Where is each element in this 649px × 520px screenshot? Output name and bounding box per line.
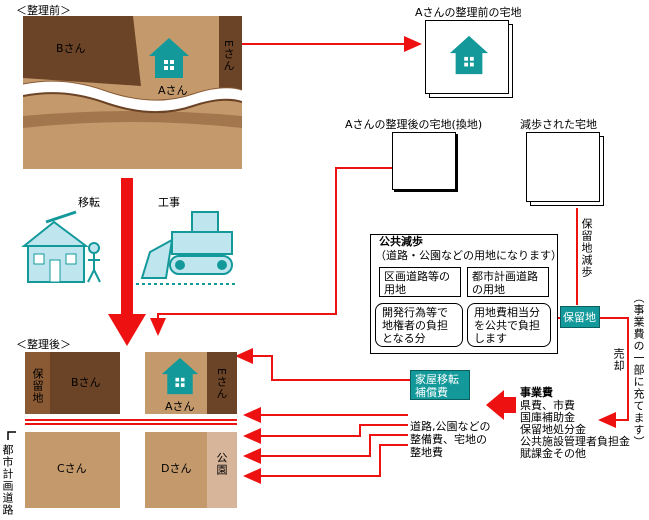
item-1: 区画道路等の用地 xyxy=(379,267,461,297)
relocation-illustration xyxy=(21,210,101,283)
project-cost-line: 保留地処分金 xyxy=(520,423,586,436)
after-lot-d-label: Dさん xyxy=(161,462,192,475)
before-lot-a: Aさん xyxy=(158,84,188,97)
public-reduction-box: 公共減歩 （道路・公園などの用地になります） 区画道路等の用地 都市計画道路の用… xyxy=(370,234,562,354)
house-icon xyxy=(159,356,201,396)
bulldozer-icon xyxy=(136,208,236,292)
after-lot-c-label: Cさん xyxy=(57,462,87,475)
sale-label: 売却 xyxy=(612,348,625,372)
relocation-comp: 家屋移転補償費 xyxy=(410,370,470,400)
construction-label: 工事 xyxy=(158,196,180,209)
after-lot-c: Cさん xyxy=(25,432,120,508)
before-title: ＜整理前＞ xyxy=(16,4,71,17)
project-cost-line: 国庫補助金 xyxy=(520,411,575,424)
road-label: 都市計画道路 xyxy=(1,444,14,516)
after-lot-b-label: Bさん xyxy=(71,376,101,389)
project-cost-title: 事業費 xyxy=(520,386,553,399)
after-lot-reserve: 保留地 xyxy=(31,368,44,404)
reserve-land: 保留地 xyxy=(560,306,600,328)
plot-reduced-label: 減歩された宅地 xyxy=(520,118,597,131)
item-3: 開発行為等で地権者の負担となる分 xyxy=(375,303,463,347)
after-lot-a-label: Aさん xyxy=(165,400,195,413)
house-icon xyxy=(16,208,106,292)
after-lot-e: Eさん xyxy=(215,368,228,400)
before-lot-b: Bさん xyxy=(56,42,86,55)
project-cost-line: 県費、市費 xyxy=(520,399,575,412)
before-map-terrain xyxy=(22,16,243,169)
item-4: 用地費相当分を公共で負担します xyxy=(467,303,551,347)
house-icon xyxy=(447,34,491,76)
house-icon xyxy=(147,36,191,80)
plot-after xyxy=(392,132,456,190)
reserve-reduction: 保留地減歩 xyxy=(580,218,593,278)
after-park: 公園 xyxy=(215,452,228,476)
before-lot-e: Eさん xyxy=(222,40,235,72)
maintenance-cost: 道路,公園などの整備費、宅地の整地費 xyxy=(410,420,491,459)
project-cost-line: 賦課金その他 xyxy=(520,447,586,460)
after-lot-a: Aさん Eさん xyxy=(145,352,237,414)
project-cost-line: 公共施設管理者負担金 xyxy=(520,435,630,448)
plot-reduced xyxy=(526,132,606,208)
item-2: 都市計画道路の用地 xyxy=(467,267,549,297)
public-reduction-title: 公共減歩 xyxy=(379,235,423,248)
before-map: Bさん Eさん Aさん xyxy=(22,16,243,169)
relocation-label: 移転 xyxy=(78,196,100,209)
plot-before-label: Aさんの整理前の宅地 xyxy=(415,6,522,19)
public-reduction-subtitle: （道路・公園などの用地になります） xyxy=(375,249,562,262)
after-lot-d: Dさん 公園 xyxy=(145,432,237,508)
after-lot-b: 保留地 Bさん xyxy=(25,352,120,414)
project-cost-note: （事業費の一部に充てます） xyxy=(632,292,645,448)
after-title: ＜整理後＞ xyxy=(16,338,71,351)
after-road xyxy=(25,419,237,425)
plot-before xyxy=(425,20,515,98)
plot-after-label: Aさんの整理後の宅地(換地) xyxy=(345,118,483,131)
